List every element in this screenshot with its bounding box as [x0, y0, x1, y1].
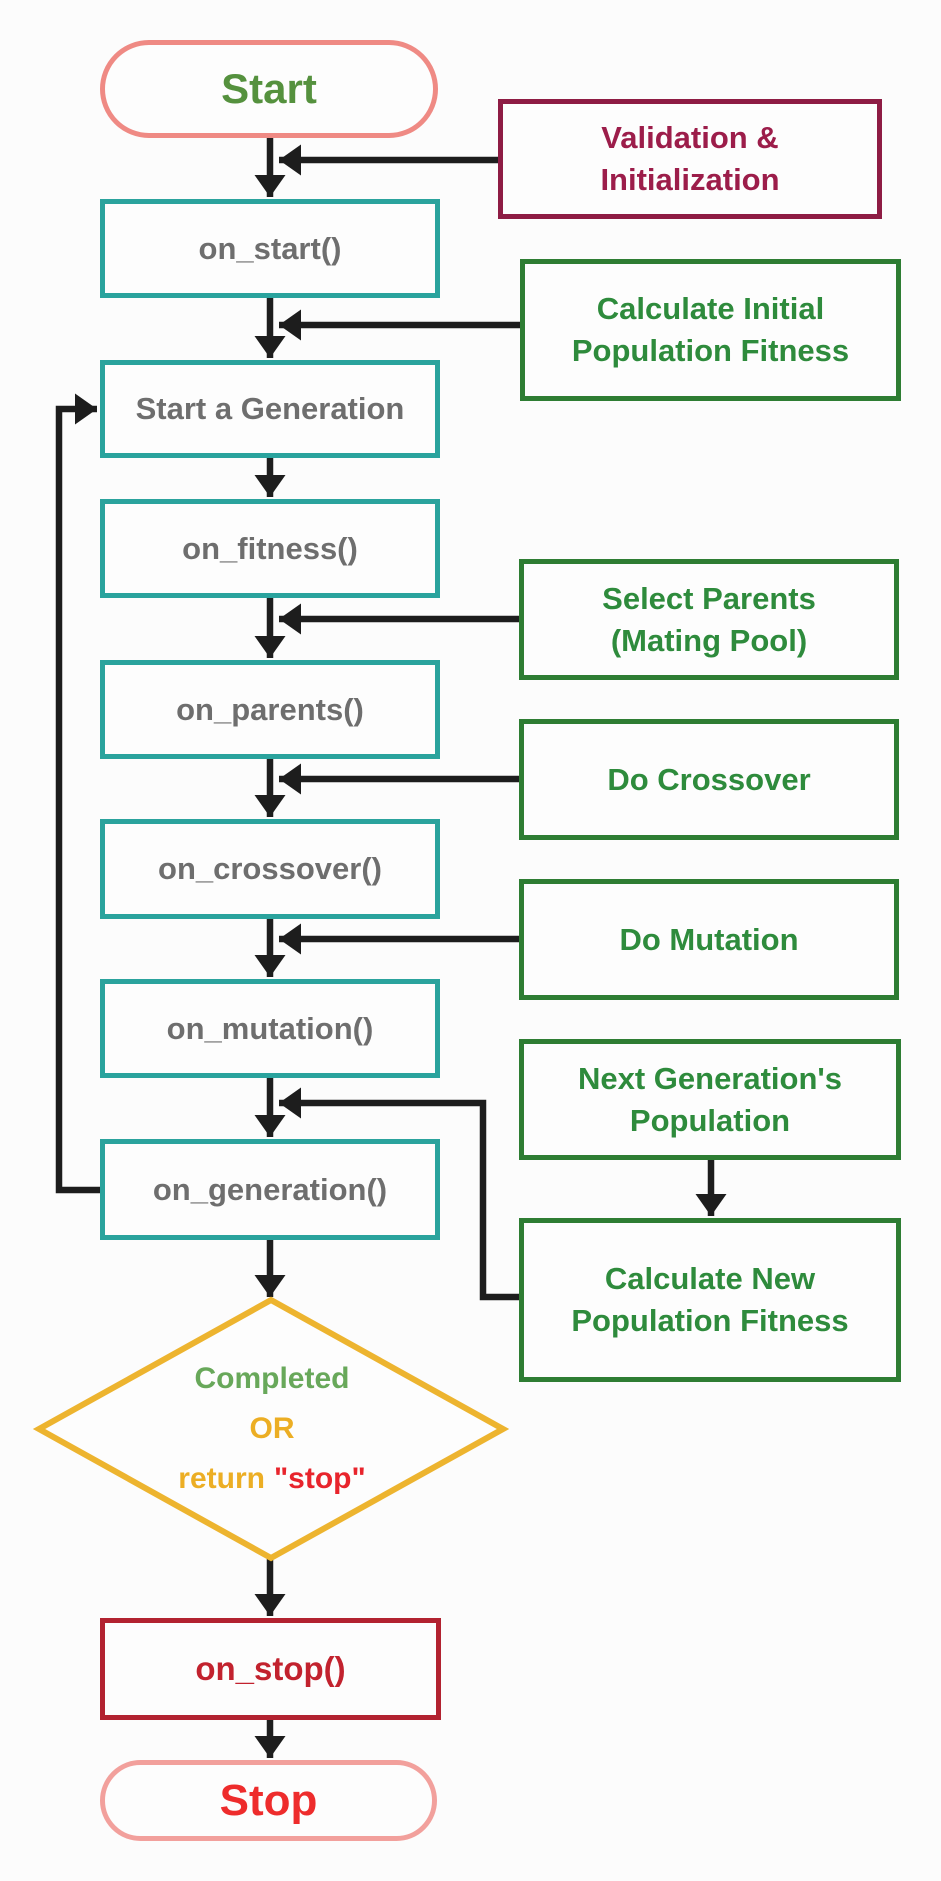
initial-population-fitness-callout: Calculate Initial Population Fitness: [520, 259, 901, 401]
decision-completed-text: Completed: [194, 1362, 350, 1395]
decision-diamond: [32, 1296, 510, 1562]
on-crossover-label: on_crossover(): [158, 851, 382, 886]
on-fitness-node: on_fitness(): [100, 499, 440, 598]
do-crossover-callout: Do Crossover: [519, 719, 899, 840]
on-parents-node: on_parents(): [100, 660, 440, 759]
decision-return-text: return: [178, 1462, 265, 1495]
on-crossover-node: on_crossover(): [100, 819, 440, 919]
on-stop-node: on_stop(): [100, 1618, 441, 1720]
validation-initialization-label: Validation & Initialization: [600, 120, 780, 197]
on-mutation-node: on_mutation(): [100, 979, 440, 1078]
new-population-fitness-callout: Calculate New Population Fitness: [519, 1218, 901, 1382]
select-parents-callout: Select Parents (Mating Pool): [519, 559, 899, 680]
decision-or-text: OR: [249, 1412, 295, 1445]
on-mutation-label: on_mutation(): [166, 1010, 374, 1046]
next-generation-population-label: Next Generation's Population: [577, 1060, 843, 1138]
start-terminator: Start: [100, 40, 438, 138]
start-label: Start: [221, 65, 317, 112]
decision-return-line: return"stop": [178, 1454, 365, 1504]
on-generation-label: on_generation(): [152, 1171, 388, 1207]
start-generation-node: Start a Generation: [100, 360, 440, 458]
on-stop-label: on_stop(): [195, 1650, 346, 1687]
do-crossover-label: Do Crossover: [607, 761, 811, 797]
next-generation-population-callout: Next Generation's Population: [519, 1039, 901, 1160]
on-parents-label: on_parents(): [176, 691, 364, 727]
do-mutation-label: Do Mutation: [619, 921, 799, 957]
on-start-label: on_start(): [198, 230, 342, 266]
stop-label: Stop: [219, 1775, 318, 1825]
decision-stop-value: "stop": [273, 1462, 366, 1495]
stop-terminator: Stop: [100, 1760, 437, 1841]
connector-new-fitness: [279, 1087, 519, 1301]
on-fitness-label: on_fitness(): [182, 530, 358, 566]
on-generation-node: on_generation(): [100, 1139, 440, 1240]
decision-label: Completed OR return"stop": [92, 1352, 452, 1506]
do-mutation-callout: Do Mutation: [519, 879, 899, 1000]
new-population-fitness-label: Calculate New Population Fitness: [571, 1261, 849, 1338]
initial-population-fitness-label: Calculate Initial Population Fitness: [571, 291, 850, 368]
connector-generation-loop: [55, 393, 100, 1194]
on-start-node: on_start(): [100, 199, 440, 298]
select-parents-label: Select Parents (Mating Pool): [602, 580, 816, 658]
start-generation-label: Start a Generation: [135, 391, 405, 426]
validation-initialization-callout: Validation & Initialization: [498, 99, 882, 219]
